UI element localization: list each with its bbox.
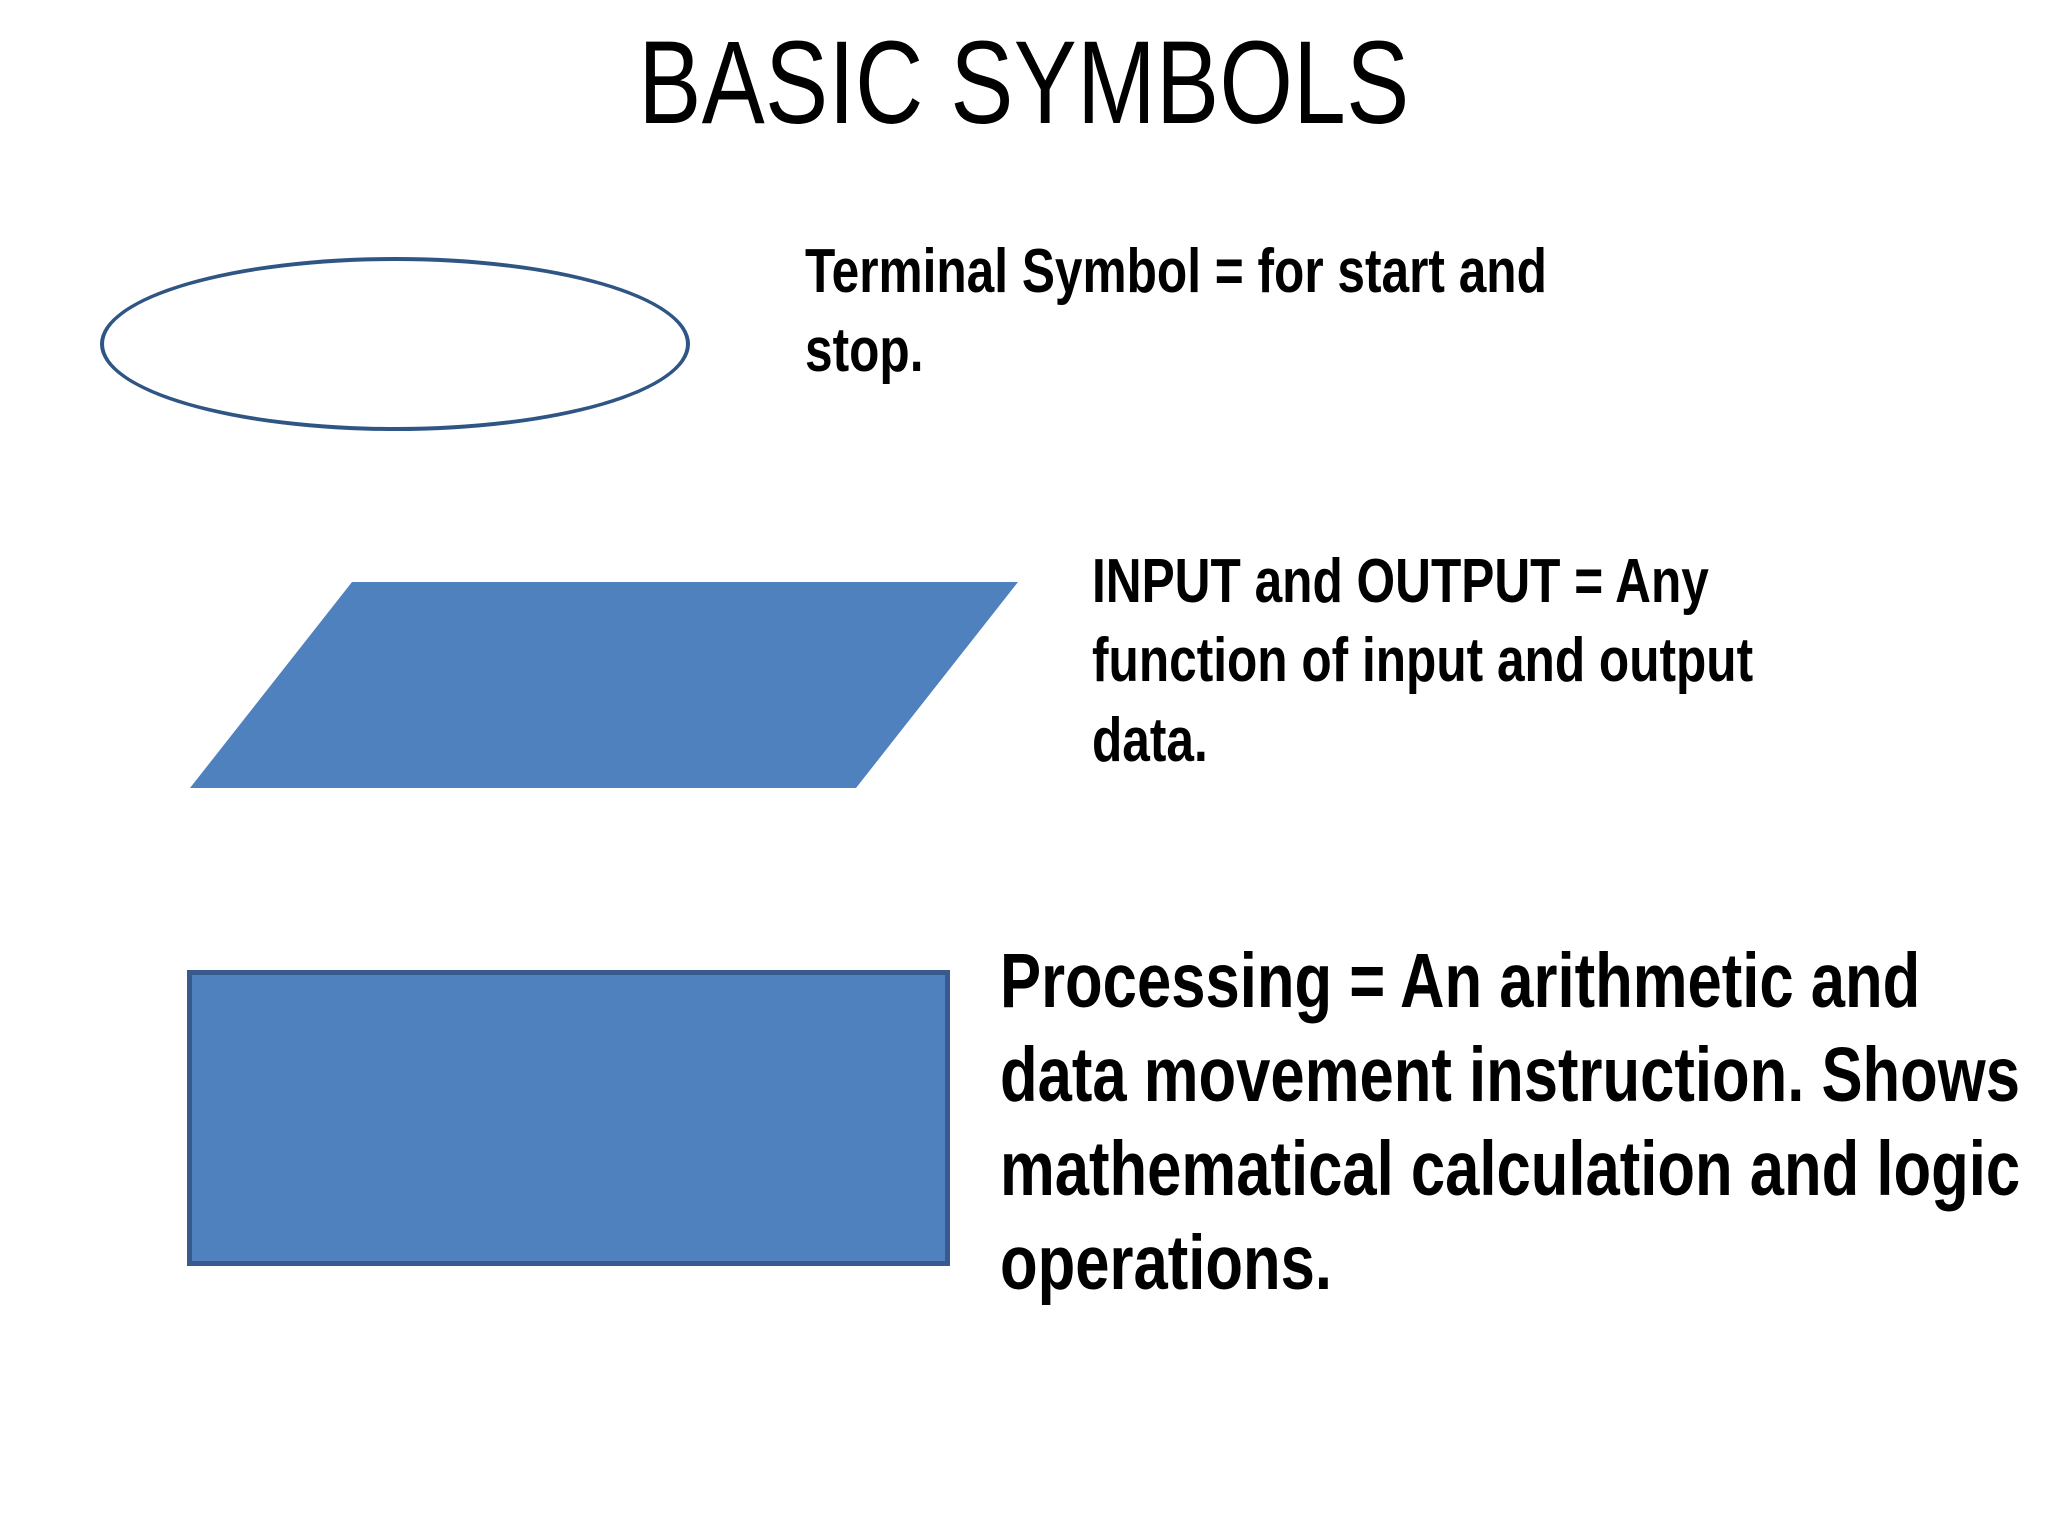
processing-rectangle (187, 970, 950, 1266)
terminal-symbol-description: Terminal Symbol = for start and stop. (805, 237, 1547, 386)
parallelogram-shape-icon (190, 582, 1018, 788)
page-title: BASIC SYMBOLS (638, 17, 1410, 149)
input-output-description: INPUT and OUTPUT = Any function of input… (1092, 547, 1754, 775)
terminal-symbol-ellipse (100, 257, 690, 431)
processing-description: Processing = An arithmetic and data move… (1000, 938, 2021, 1306)
input-output-parallelogram (190, 582, 1018, 788)
